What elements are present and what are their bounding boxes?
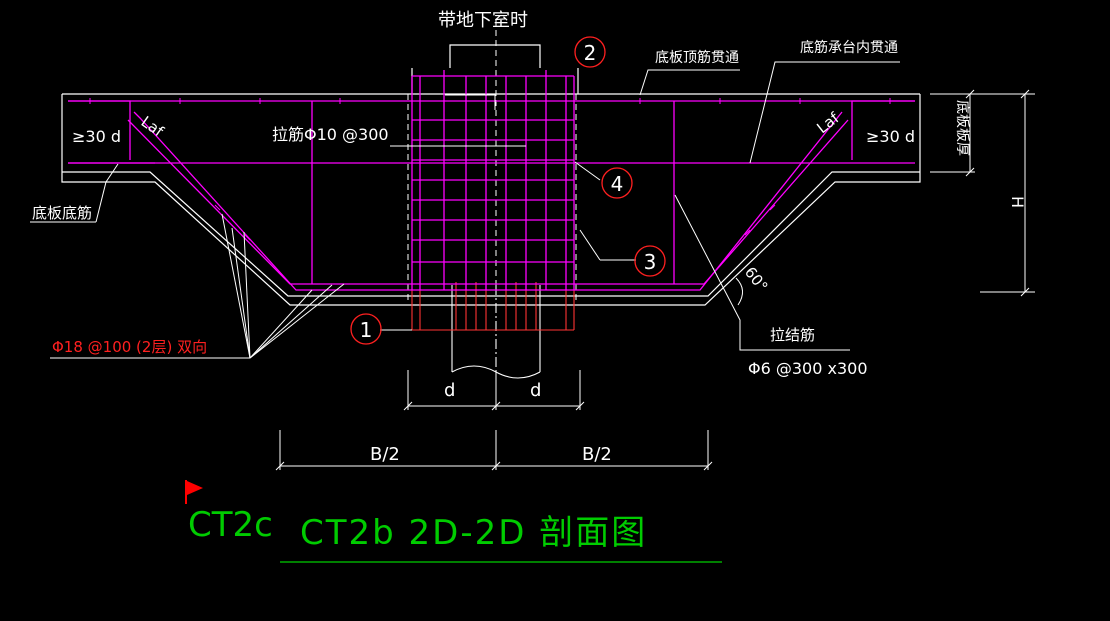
- callout-number: 1: [360, 318, 373, 342]
- rebar-dots: [89, 98, 891, 241]
- basement-note: 带地下室时: [438, 10, 528, 31]
- rebar-cage: [68, 70, 915, 291]
- half-width-left: B/2: [370, 444, 400, 465]
- callout-number: 4: [611, 172, 624, 196]
- flag-icon: [185, 480, 203, 504]
- laf-left-label: Laf: [138, 113, 168, 141]
- callout-circle: [350, 313, 382, 345]
- top-bar-through-label: 底板顶筋贯通: [655, 49, 739, 66]
- column-dashed-outline: [407, 20, 577, 300]
- callout-number: 2: [584, 41, 597, 65]
- callout-3-leader: [579, 229, 601, 261]
- slope-bar-inner: [127, 119, 849, 285]
- callout-circle: [601, 167, 633, 199]
- leader-lines: [30, 61, 900, 359]
- stirrup-title: 拉结筋: [770, 326, 815, 344]
- slope-bar-outer: [133, 111, 843, 291]
- stirrup-spec: Φ6 @300 x300: [748, 359, 868, 378]
- callout-1: 1: [350, 313, 382, 345]
- top-bar-hook-right: [851, 100, 915, 160]
- anchor-length-right: ≥30 d: [866, 127, 915, 146]
- pile-dia-left: d: [444, 380, 455, 401]
- bottom-bar-leader: [749, 61, 900, 164]
- height-label: H: [1008, 196, 1027, 208]
- callout-3: 3: [634, 245, 666, 277]
- tie-bar-label: 拉筋Φ10 @300: [272, 125, 389, 144]
- bottom-bar-through-label: 底筋承台内贯通: [800, 39, 898, 56]
- callout-4: 4: [601, 167, 633, 199]
- callout-number: 3: [644, 250, 657, 274]
- callout-2: 2: [574, 36, 606, 68]
- callout-circle: [634, 245, 666, 277]
- slab-bottom-bar-label: 底板底筋: [32, 204, 92, 222]
- dimension-lines: [275, 89, 1035, 471]
- double-layer-bar-label: Φ18 @100 (2层) 双向: [52, 338, 207, 356]
- section-title: CT2b 2D-2D 剖面图: [300, 513, 647, 553]
- anchor-length-left: ≥30 d: [72, 127, 121, 146]
- annotations: 带地下室时 底板顶筋贯通 底筋承台内贯通 拉筋Φ10 @300 ≥30 d ≥3…: [32, 10, 1027, 465]
- top-bar-leader: [639, 69, 740, 96]
- callout-circle: [574, 36, 606, 68]
- callout-4-leader: [574, 161, 601, 181]
- slab-bottom-bar-leader: [95, 163, 119, 223]
- stirrup-leader: [674, 194, 850, 351]
- basement-wall-outline: [449, 44, 541, 68]
- inner-section-profile: [62, 171, 920, 297]
- angle-label: 60°: [741, 263, 772, 295]
- tie-bar-leader-upper: [445, 94, 496, 110]
- pile: [451, 285, 541, 379]
- concrete-outline: [61, 44, 921, 306]
- laf-right-label: Laf: [813, 108, 843, 137]
- top-bar-hook-left: [68, 100, 131, 160]
- half-width-right: B/2: [582, 444, 612, 465]
- slab-thickness-label: 底板板厚: [954, 100, 970, 156]
- outer-section-profile: [61, 94, 921, 306]
- angle-arc: [735, 277, 743, 306]
- title-prefix: CT2c: [188, 505, 273, 545]
- pile-dia-right: d: [530, 380, 541, 401]
